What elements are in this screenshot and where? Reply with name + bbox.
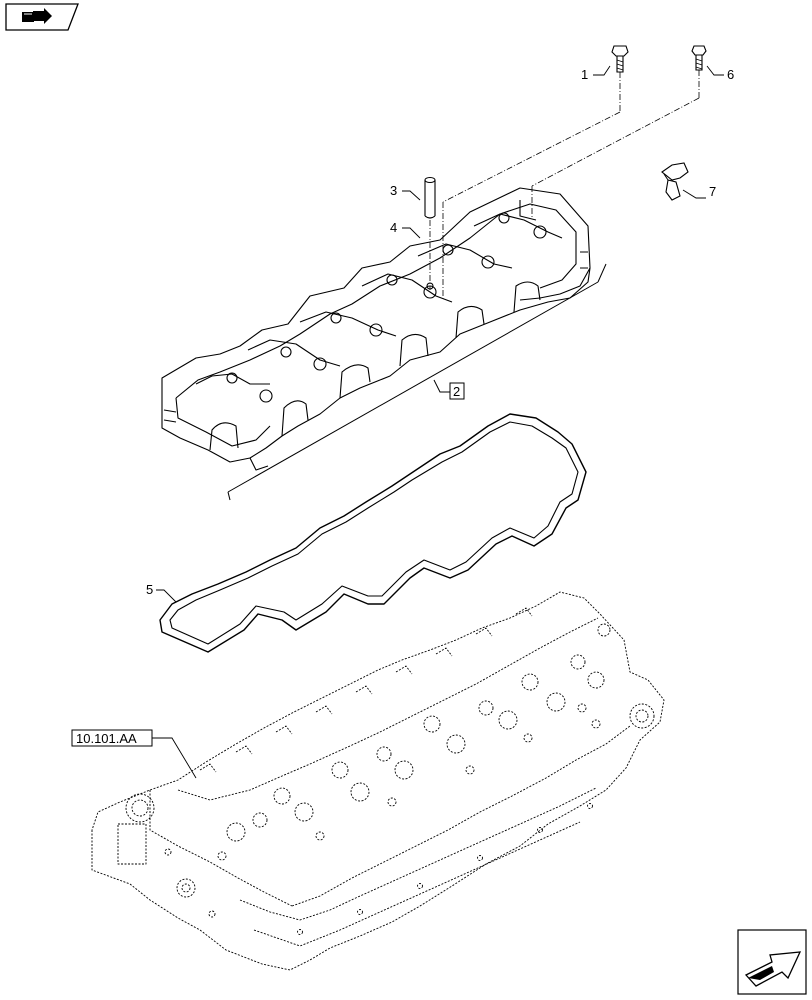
reference-label[interactable]: 10.101.AA (76, 731, 137, 746)
part-4-rocker-carrier (161, 187, 591, 471)
part-5-gasket (159, 413, 587, 653)
part-1-bolt (611, 45, 629, 73)
callout-5: 5 (146, 582, 153, 597)
group-2-bracket (227, 263, 607, 501)
callout-1: 1 (581, 67, 588, 82)
callout-6: 6 (727, 67, 734, 82)
callout-4: 4 (390, 220, 397, 235)
cylinder-head-reference (91, 591, 665, 971)
back-to-index-button[interactable] (5, 3, 79, 31)
callout-2: 2 (453, 384, 460, 399)
part-7-clip (661, 162, 689, 201)
callout-2-box (449, 382, 465, 400)
book-arrow-icon (22, 8, 52, 24)
callout-3: 3 (390, 183, 397, 198)
callout-7: 7 (709, 184, 716, 199)
next-page-button[interactable] (737, 929, 807, 995)
next-page-arrow-icon (744, 951, 802, 987)
part-6-bolt (691, 45, 707, 71)
part-3-dowel-pin (424, 177, 436, 219)
